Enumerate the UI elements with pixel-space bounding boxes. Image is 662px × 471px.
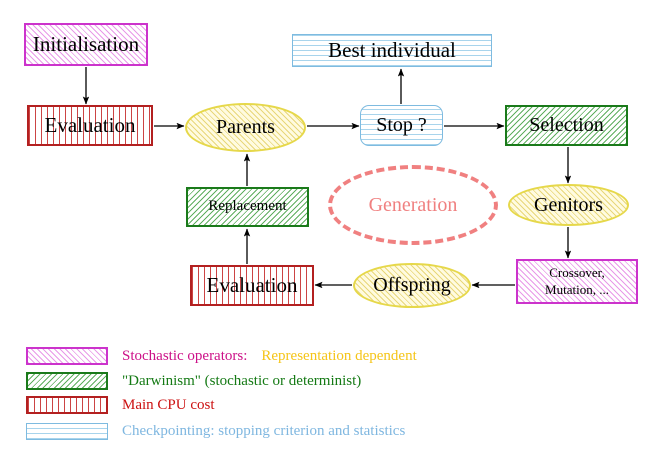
legend-row-checkpointing: Checkpointing: stopping criterion and st… (26, 423, 405, 440)
legend-row-main-cpu-cost: Main CPU cost (26, 396, 215, 414)
legend-label-main-cpu-cost: Main CPU cost (122, 396, 215, 413)
node-genitors[interactable]: Genitors (508, 184, 629, 226)
node-generation: Generation (328, 165, 498, 245)
node-initialisation[interactable]: Initialisation (24, 23, 148, 66)
legend-label-representation-dependent: Representation dependent (261, 347, 417, 364)
node-stop[interactable]: Stop ? (360, 105, 443, 146)
node-crossover-mutation[interactable]: Crossover, Mutation, ... (516, 259, 638, 304)
legend-row-darwinism: "Darwinism" (stochastic or determinist) (26, 372, 361, 390)
node-offspring[interactable]: Offspring (353, 263, 471, 308)
legend-swatch-green-hatch (26, 372, 108, 390)
node-evaluation-bottom[interactable]: Evaluation (190, 265, 314, 306)
node-best-individual[interactable]: Best individual (292, 34, 492, 67)
legend-swatch-red-hatch (26, 396, 108, 414)
node-evaluation-top[interactable]: Evaluation (27, 105, 153, 146)
legend-label-darwinism: "Darwinism" (stochastic or determinist) (122, 372, 362, 389)
node-replacement[interactable]: Replacement (186, 187, 309, 227)
node-selection[interactable]: Selection (505, 105, 628, 146)
legend-label-stochastic-operators: Stochastic operators: (122, 347, 248, 364)
legend-label-checkpointing: Checkpointing: stopping criterion and st… (122, 423, 406, 439)
node-parents[interactable]: Parents (185, 103, 306, 152)
legend-row-stochastic-operators: Stochastic operators: Representation dep… (26, 347, 417, 365)
legend-swatch-blue-hatch (26, 423, 108, 440)
legend-swatch-magenta-hatch (26, 347, 108, 365)
